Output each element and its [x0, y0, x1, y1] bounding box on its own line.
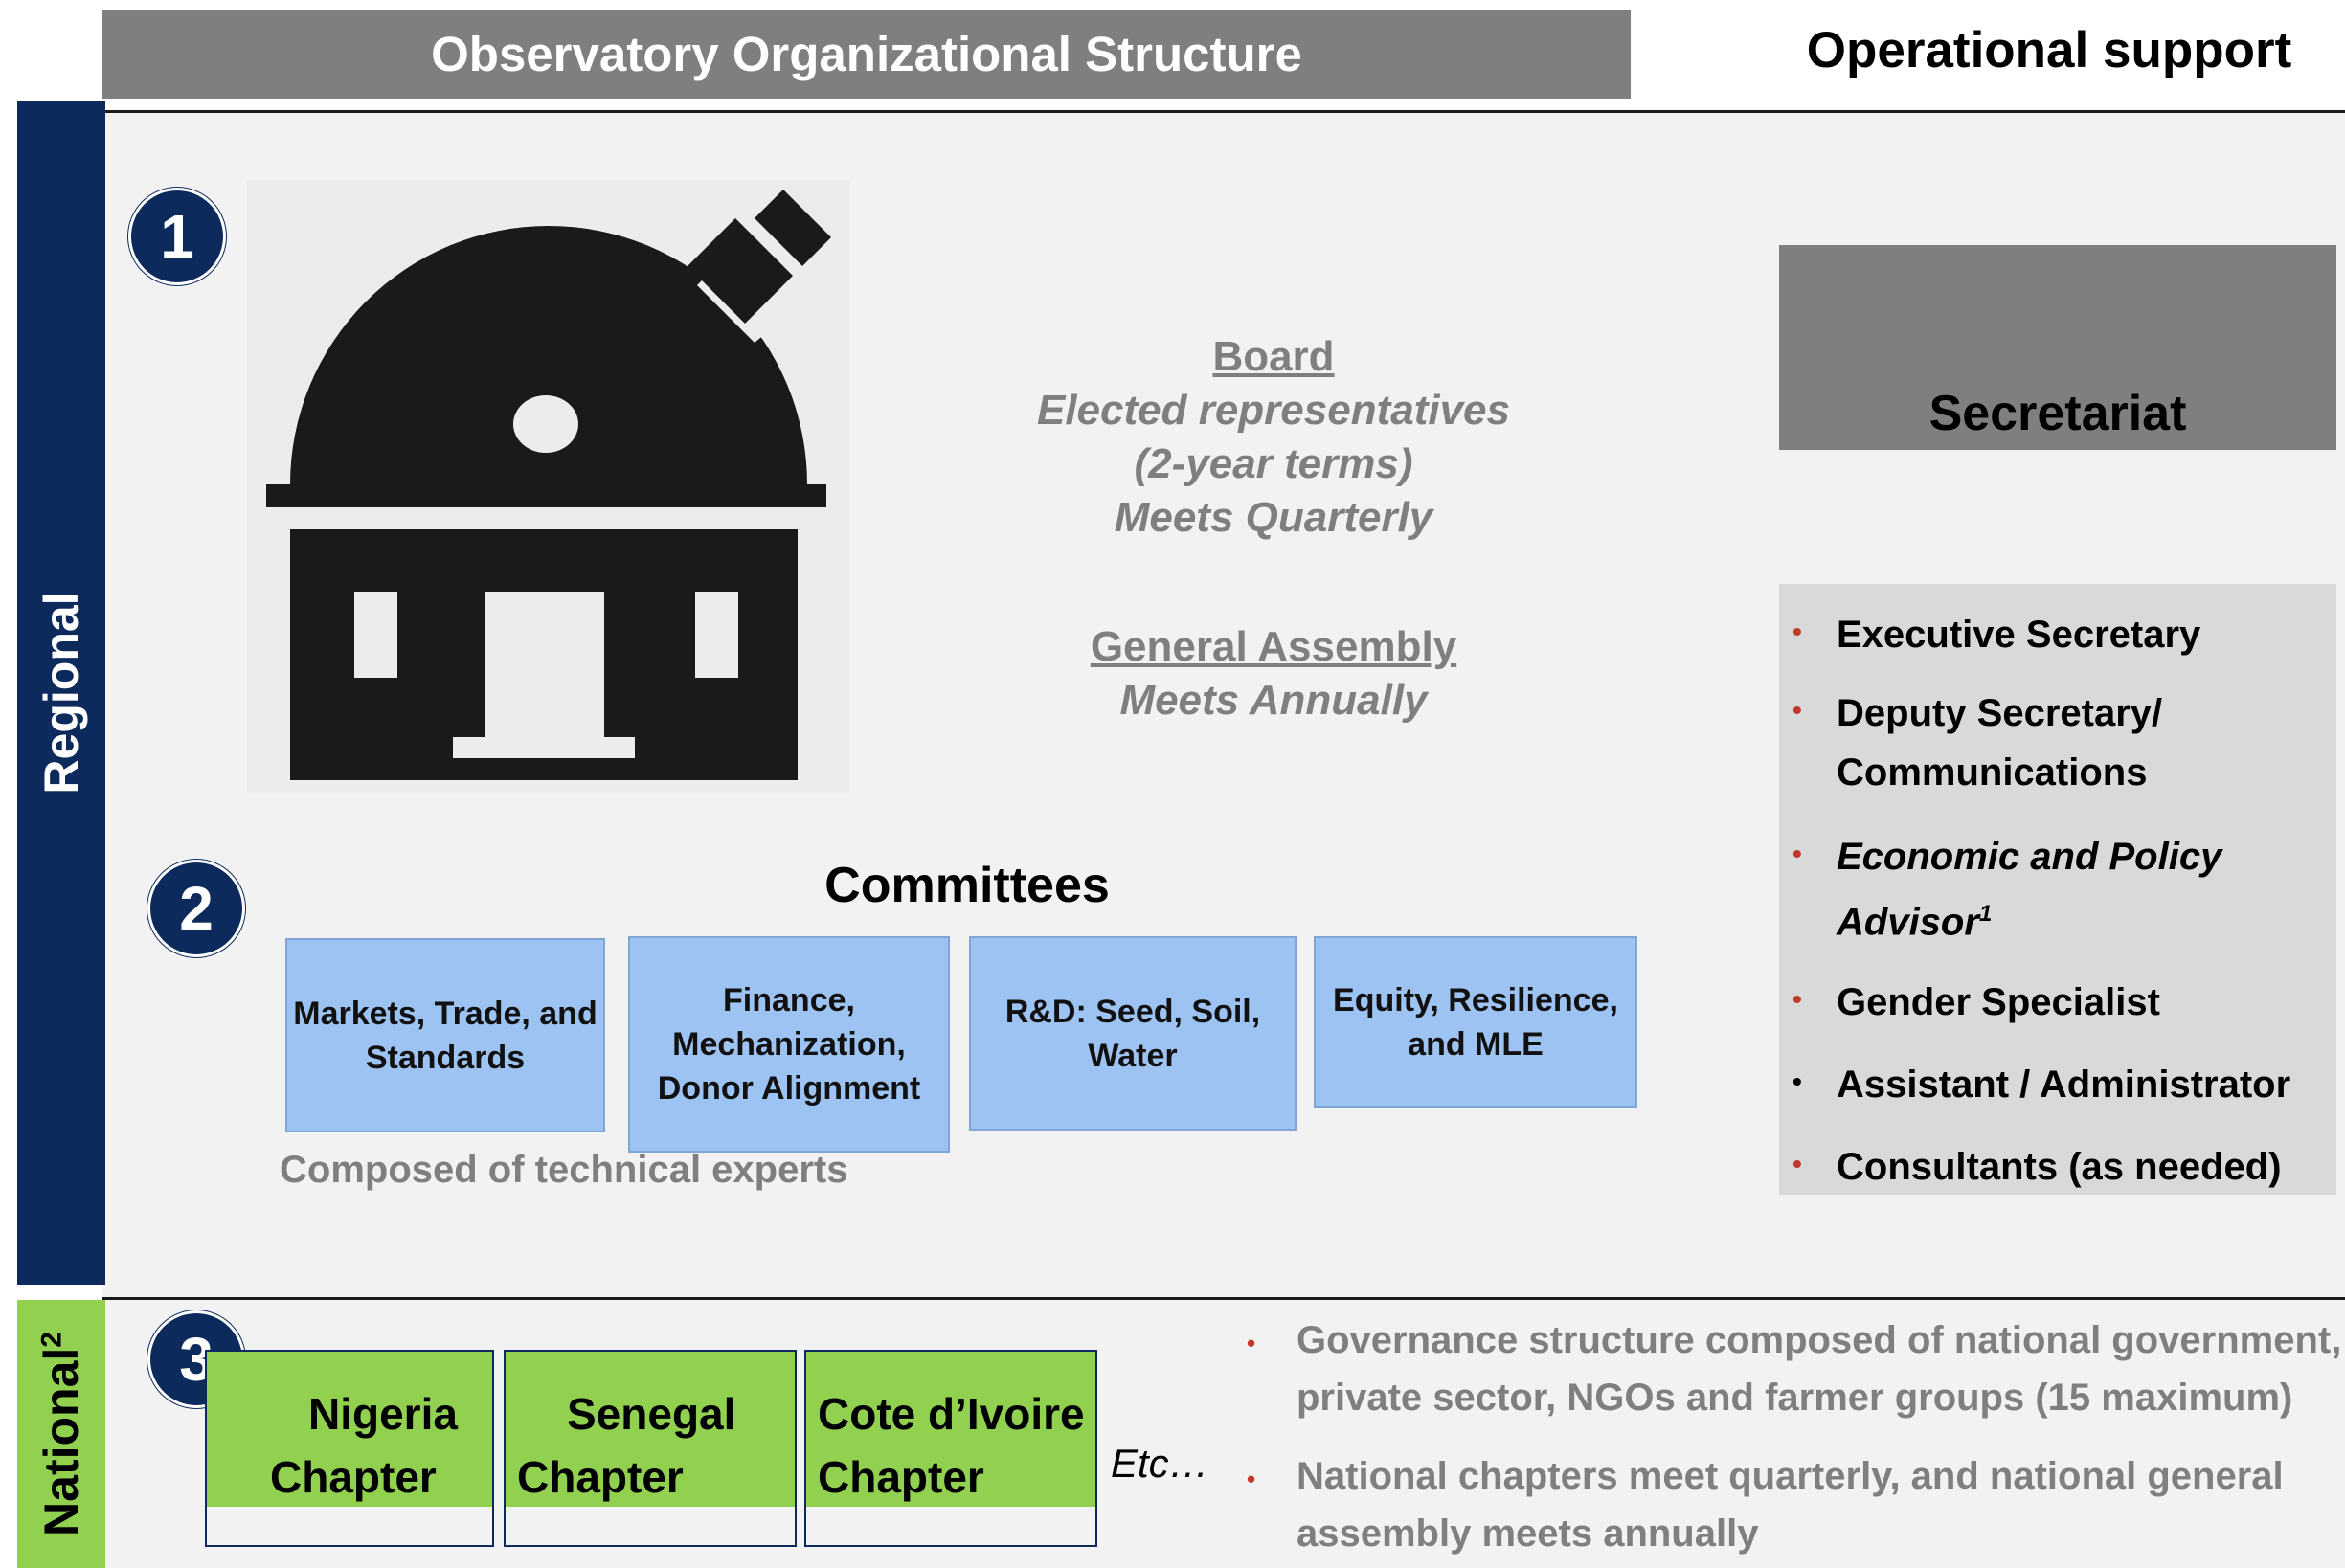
board-line-2: (2-year terms)	[1134, 440, 1413, 487]
tier-2-badge: 2	[147, 860, 245, 957]
advisor-footnote: 1	[1978, 901, 1993, 927]
bullet-dot: •	[1793, 1149, 1802, 1178]
structure-title: Observatory Organizational Structure	[431, 27, 1302, 81]
chapter-cote-divoire-fill: Cote d’Ivoire Chapter	[806, 1352, 1095, 1507]
national-side-label: National2	[17, 1300, 105, 1568]
board-description: Board Elected representatives (2-year te…	[977, 330, 1570, 545]
staff-consultants: Consultants (as needed)	[1837, 1146, 2282, 1188]
chapter-nigeria-line-1: Nigeria	[308, 1389, 458, 1439]
bullet-dot: •	[1793, 839, 1802, 868]
chapter-senegal-line-1: Senegal	[567, 1389, 736, 1439]
bullet-dot: •	[1793, 1066, 1802, 1096]
operational-support-title: Operational support	[1806, 22, 2292, 78]
staff-gender-specialist: Gender Specialist	[1837, 981, 2160, 1023]
national-label: National2	[34, 1332, 88, 1536]
national-bullet-2-line-2: assembly meets annually	[1297, 1512, 1759, 1555]
chapter-cote-divoire-line-2: Chapter	[818, 1452, 984, 1502]
committee-markets: Markets, Trade, and Standards	[285, 938, 605, 1132]
general-assembly-description: General Assembly Meets Annually	[977, 620, 1570, 728]
committee-finance: Finance, Mechanization, Donor Alignment	[628, 936, 950, 1153]
tier-1-badge: 1	[128, 188, 226, 285]
chapter-senegal-fill: Senegal Chapter	[506, 1352, 795, 1507]
chapter-nigeria-fill: Nigeria Chapter	[207, 1352, 492, 1507]
national-footnote: 2	[35, 1332, 68, 1348]
bullet-dot: •	[1793, 695, 1802, 725]
staff-deputy-secretary: Deputy Secretary/	[1837, 692, 2163, 734]
chapter-senegal: Senegal Chapter	[504, 1350, 797, 1547]
bullet-dot: •	[1793, 984, 1802, 1014]
bullet-dot: •	[1793, 616, 1802, 646]
board-line-3: Meets Quarterly	[1114, 494, 1433, 541]
structure-header: Observatory Organizational Structure	[102, 10, 1631, 99]
middle-divider	[102, 1297, 2345, 1300]
staff-economic-policy-advisor: Economic and Policy	[1837, 836, 2222, 878]
general-assembly-line-1: Meets Annually	[1119, 677, 1428, 724]
committee-rnd: R&D: Seed, Soil, Water	[969, 936, 1297, 1131]
top-divider	[102, 110, 2345, 113]
secretariat-box: Secretariat	[1779, 245, 2336, 450]
national-bullet-1-line-2: private sector, NGOs and farmer groups (…	[1297, 1377, 2293, 1419]
committees-title: Committees	[824, 858, 1110, 913]
regional-label: Regional	[34, 591, 88, 795]
national-bullet-2-line-1: National chapters meet quarterly, and na…	[1297, 1455, 2284, 1497]
etc-label: Etc…	[1111, 1441, 1209, 1486]
board-line-1: Elected representatives	[1036, 387, 1511, 434]
national-bullet-1-line-1: Governance structure composed of nationa…	[1297, 1319, 2342, 1361]
committee-equity: Equity, Resilience, and MLE	[1314, 936, 1637, 1108]
chapter-nigeria: Nigeria Chapter	[205, 1350, 494, 1547]
bullet-dot: •	[1247, 1329, 1256, 1357]
observatory-icon	[247, 180, 850, 793]
chapter-cote-divoire-line-1: Cote d’Ivoire	[818, 1389, 1085, 1439]
committees-note: Composed of technical experts	[280, 1149, 848, 1191]
general-assembly-title: General Assembly	[1090, 623, 1457, 670]
staff-economic-policy-advisor-line-2: Advisor1	[1837, 901, 1993, 944]
regional-side-label: Regional	[17, 101, 105, 1285]
bullet-dot: •	[1247, 1465, 1256, 1493]
chapter-senegal-line-2: Chapter	[517, 1452, 684, 1502]
chapter-cote-divoire: Cote d’Ivoire Chapter	[804, 1350, 1097, 1547]
staff-assistant-administrator: Assistant / Administrator	[1837, 1064, 2291, 1106]
secretariat-staff-list: • Executive Secretary • Deputy Secretary…	[1779, 584, 2336, 1195]
chapter-nigeria-line-2: Chapter	[270, 1452, 437, 1502]
board-title: Board	[1212, 333, 1335, 380]
staff-deputy-secretary-line-2: Communications	[1837, 751, 2148, 794]
secretariat-title: Secretariat	[1928, 386, 2187, 441]
staff-executive-secretary: Executive Secretary	[1837, 614, 2201, 656]
